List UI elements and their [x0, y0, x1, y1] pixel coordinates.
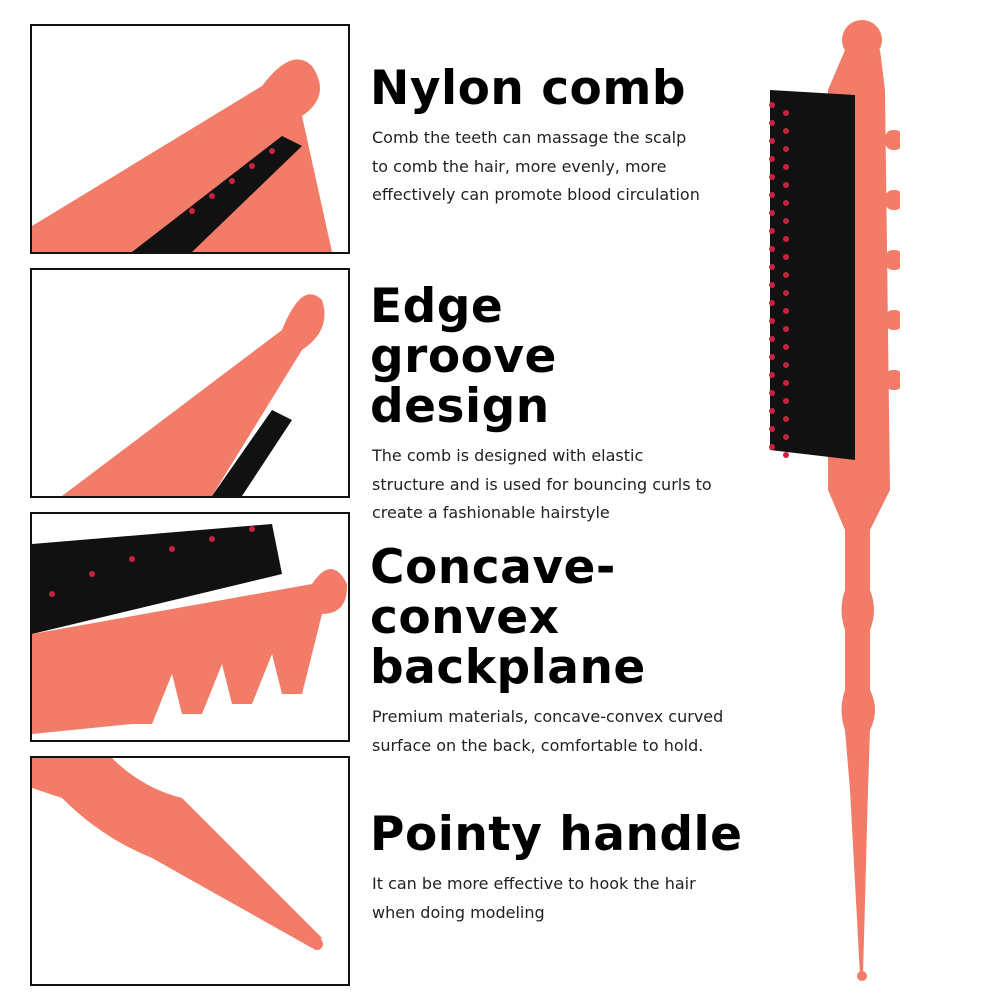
- bristle-tip: [769, 300, 775, 306]
- feature-title: Pointy handle: [370, 807, 743, 862]
- bristle-tip: [783, 290, 789, 296]
- feature-edge-groove: Edge groove design The comb is designed …: [370, 282, 810, 528]
- bristle-tip: [769, 228, 775, 234]
- bristle-tip: [769, 354, 775, 360]
- feature-title: Concave-convex backplane: [370, 540, 646, 695]
- bristle-tip: [783, 416, 789, 422]
- feature-backplane: Concave-convex backplane Premium materia…: [370, 543, 810, 760]
- bristle-tip: [769, 192, 775, 198]
- bristle-tip: [783, 326, 789, 332]
- bristle-tip: [769, 336, 775, 342]
- bristle-tip: [783, 182, 789, 188]
- feature-title: Edge groove design: [370, 279, 557, 434]
- bristle-tip: [783, 380, 789, 386]
- bristle-tip: [769, 408, 775, 414]
- bristle-tip: [783, 272, 789, 278]
- bristle-tip: [783, 236, 789, 242]
- bristle-tip: [783, 308, 789, 314]
- backplane-closeup-image: [30, 512, 350, 742]
- pointy-handle-closeup-image: [30, 756, 350, 986]
- bristle-tip: [783, 164, 789, 170]
- bristle-tip: [769, 102, 775, 108]
- bristle-tip: [769, 246, 775, 252]
- bristle-tip: [769, 390, 775, 396]
- feature-description: Premium materials, concave-convex curved…: [372, 707, 724, 755]
- bristle-tip: [769, 156, 775, 162]
- full-brush-image: [750, 10, 903, 990]
- bristle-tip: [769, 120, 775, 126]
- bristle-tip: [783, 146, 789, 152]
- bristle-tip: [783, 362, 789, 368]
- feature-pointy-handle: Pointy handle It can be more effective t…: [370, 810, 810, 927]
- bristle-tip: [783, 398, 789, 404]
- feature-nylon-comb: Nylon comb Comb the teeth can massage th…: [370, 64, 810, 210]
- bristle-tip: [769, 138, 775, 144]
- bristle-tip: [769, 372, 775, 378]
- bristle-tip: [783, 254, 789, 260]
- bristle-tip: [769, 210, 775, 216]
- bristle-tip: [783, 110, 789, 116]
- bristle-tip: [769, 444, 775, 450]
- feature-description: The comb is designed with elastic struct…: [372, 446, 712, 522]
- bristle-tip: [783, 344, 789, 350]
- feature-description: Comb the teeth can massage the scalp to …: [372, 128, 700, 204]
- bristle-tip: [783, 200, 789, 206]
- bristle-tip: [783, 128, 789, 134]
- bristle-tip: [769, 318, 775, 324]
- bristle-tip: [783, 218, 789, 224]
- edge-groove-closeup-image: [30, 268, 350, 498]
- feature-description: It can be more effective to hook the hai…: [372, 874, 696, 922]
- feature-title: Nylon comb: [370, 61, 686, 116]
- bristle-tip: [769, 426, 775, 432]
- bristle-tip: [769, 264, 775, 270]
- nylon-comb-closeup-image: [30, 24, 350, 254]
- bristle-tip: [769, 174, 775, 180]
- bristle-tip: [783, 434, 789, 440]
- bristle-tip: [769, 282, 775, 288]
- bristle-tip: [783, 452, 789, 458]
